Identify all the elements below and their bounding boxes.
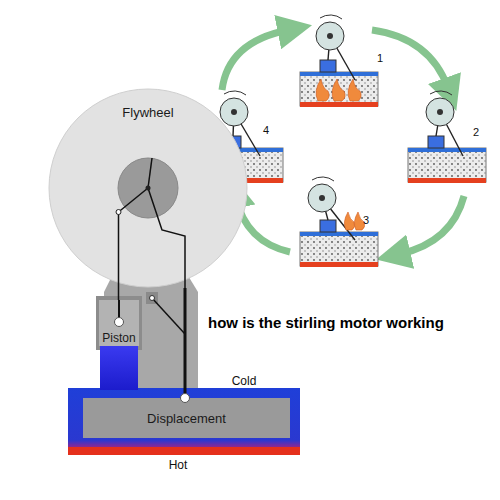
part-label: Displacement xyxy=(147,411,226,426)
drawing-part xyxy=(348,79,361,101)
engine-stage xyxy=(300,177,378,267)
part-label: Flywheel xyxy=(122,105,173,120)
drawing-part xyxy=(316,79,329,101)
step-number: 4 xyxy=(263,124,269,136)
flywheel: Flywheel xyxy=(48,88,248,288)
engine-stage xyxy=(300,15,378,107)
drawing-part xyxy=(308,184,336,212)
temperature-label: Cold xyxy=(232,374,257,388)
drawing-part xyxy=(426,98,454,126)
drawing-part xyxy=(320,15,342,19)
temperature-label: Hot xyxy=(169,458,188,472)
drawing-part xyxy=(332,79,345,101)
drawing-part xyxy=(118,158,178,218)
drawing-part xyxy=(300,72,378,106)
step-number: 3 xyxy=(363,214,369,226)
drawing-part xyxy=(327,33,333,39)
hot-plate xyxy=(68,447,300,455)
drawing-part xyxy=(316,22,344,50)
connecting-rod xyxy=(118,288,120,300)
drawing-part xyxy=(148,158,152,188)
displacer-pin xyxy=(180,393,190,403)
piston-gas xyxy=(100,346,138,390)
drawing-part xyxy=(116,210,121,215)
drawing-part xyxy=(148,188,185,288)
gas-chamber xyxy=(68,388,300,455)
drawing-part xyxy=(300,262,378,267)
cycle-arrow xyxy=(372,30,448,88)
engine-stage xyxy=(408,91,486,183)
drawing-part xyxy=(49,89,247,287)
drawing-part xyxy=(231,109,237,115)
drawing-part xyxy=(119,188,149,288)
drawing-part xyxy=(320,60,336,72)
displacer-box: Displacement xyxy=(83,398,290,438)
cycle-arrow xyxy=(222,30,288,90)
drawing-part xyxy=(320,220,336,232)
drawing-part xyxy=(300,102,378,107)
drawing-part xyxy=(344,212,354,230)
drawing-part xyxy=(224,91,246,95)
cycle-arrow xyxy=(400,196,464,254)
heading: how is the stirling motor working xyxy=(208,314,444,331)
drawing-part xyxy=(300,232,378,236)
drawing-part xyxy=(430,91,452,95)
drawing-part xyxy=(428,136,444,148)
drawing-part xyxy=(408,148,486,152)
drawing-part xyxy=(300,232,378,266)
step-number: 1 xyxy=(377,52,383,64)
piston-pin xyxy=(114,317,124,327)
drawing-part xyxy=(408,178,486,183)
drawing-part xyxy=(312,177,334,181)
drawing-part xyxy=(319,195,325,201)
piston: Piston xyxy=(99,300,139,346)
drawing-part xyxy=(300,72,378,76)
drawing-part xyxy=(408,148,486,182)
drawing-part xyxy=(220,98,248,126)
piston-cylinder xyxy=(96,296,142,350)
displacer-rod xyxy=(184,288,187,398)
step-number: 2 xyxy=(473,126,479,138)
lever-pivot xyxy=(150,296,155,301)
drawing-part xyxy=(437,109,443,115)
part-label: Piston xyxy=(102,331,135,345)
lever-arm xyxy=(152,298,185,334)
drawing-part xyxy=(146,186,151,191)
